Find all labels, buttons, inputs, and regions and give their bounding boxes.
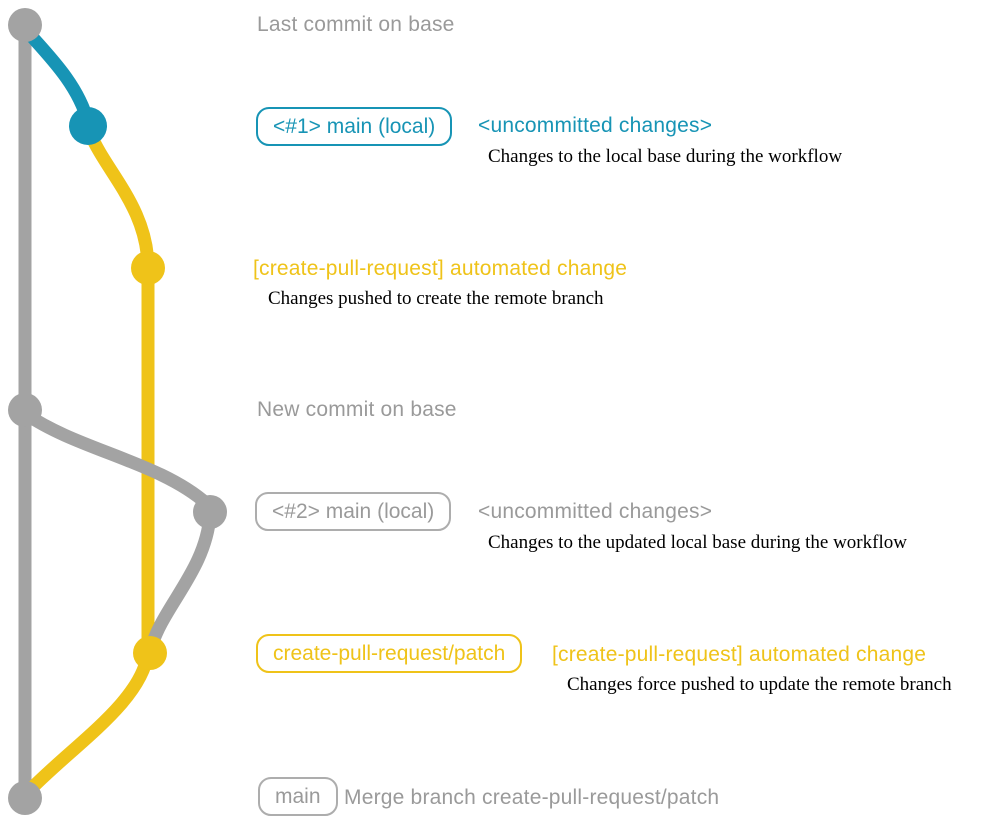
branch-badge-main-local-2: <#2> main (local) [255,492,452,531]
commit-dot-new-base [8,393,42,427]
commit-dot-patch-2 [133,636,167,670]
commit-dot-main-1 [69,107,107,145]
note-updated-local-base-changes: Changes to the updated local base during… [488,532,907,553]
merge-branch-label: Merge branch create-pull-request/patch [344,786,720,809]
branch-badge-main-local-1: <#1> main (local) [256,107,453,146]
main-local-branch-line [19,23,95,129]
branch-badge-patch: create-pull-request/patch [256,634,523,673]
rebase-branch-line-in [144,508,217,655]
last-commit-label: Last commit on base [257,13,455,36]
note-force-pushed-update-remote: Changes force pushed to update the remot… [567,674,952,695]
automated-change-label-1: [create-pull-request] automated change [253,257,628,280]
automated-change-label-2: [create-pull-request] automated change [552,643,927,666]
commit-dot-patch-1 [131,251,165,285]
commit-dot-main-2 [193,495,227,529]
uncommitted-changes-label-1: <uncommitted changes> [478,114,713,137]
rebase-branch-line-out [19,407,214,511]
note-local-base-changes: Changes to the local base during the wor… [488,146,843,167]
branch-badge-main: main [258,777,338,816]
new-commit-label: New commit on base [257,398,457,421]
commit-dot-last-base [8,8,42,42]
commit-dot-merge [8,781,42,815]
uncommitted-changes-label-2: <uncommitted changes> [478,500,713,523]
note-pushed-create-remote: Changes pushed to create the remote bran… [268,288,604,309]
